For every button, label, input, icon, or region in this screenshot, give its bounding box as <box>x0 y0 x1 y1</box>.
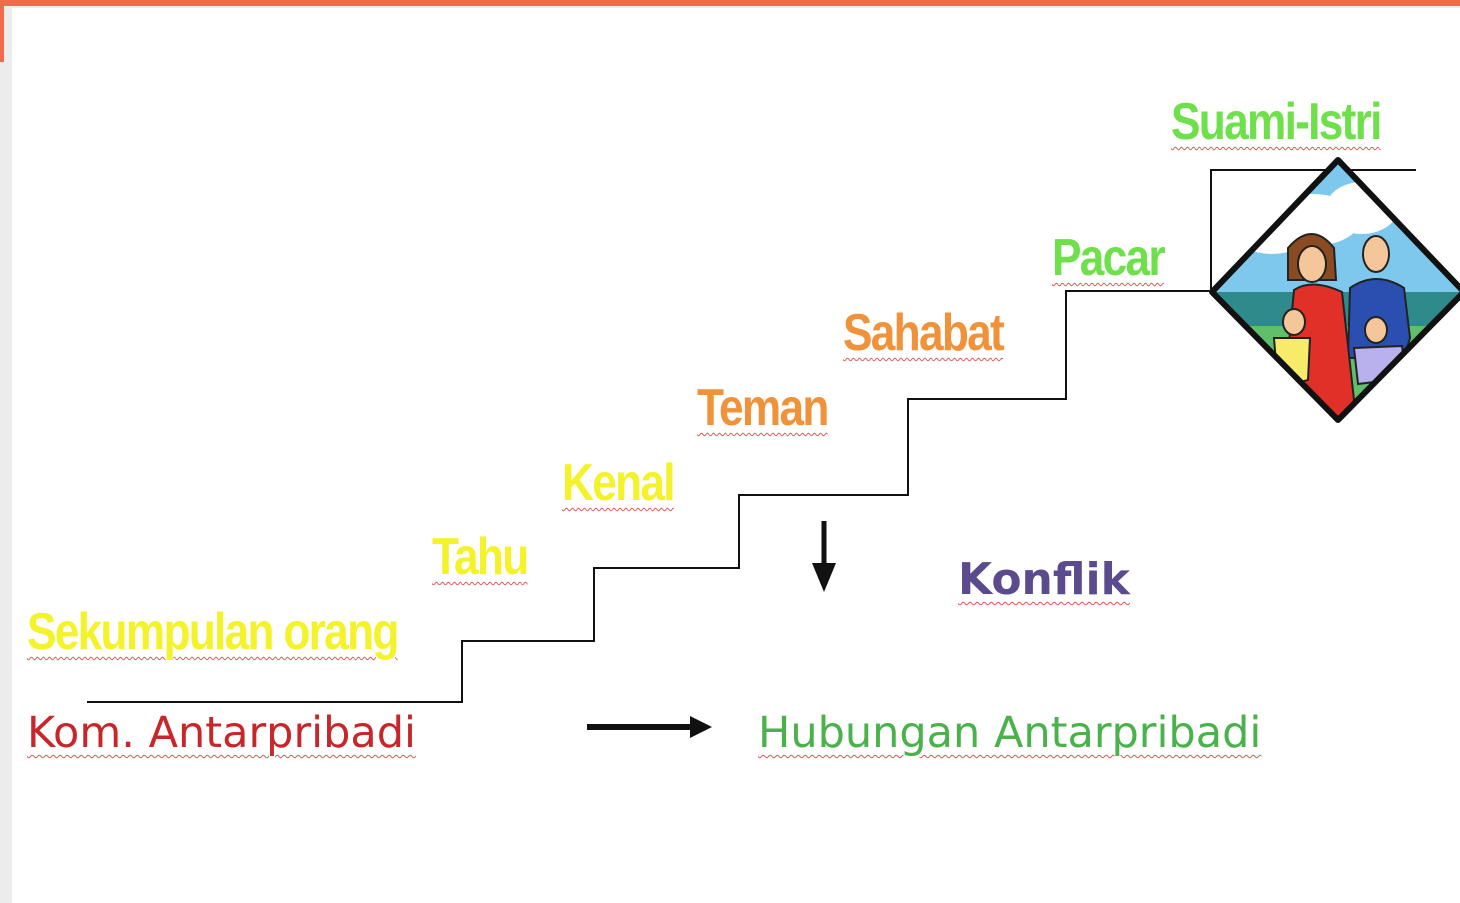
left-accent-mark <box>0 0 4 62</box>
label-pacar: Pacar <box>1052 229 1166 287</box>
label-sekumpulan-orang: Sekumpulan orang <box>27 603 399 661</box>
down-arrow-icon <box>812 521 836 592</box>
staircase-line <box>87 290 1212 703</box>
label-kenal: Kenal <box>562 454 676 512</box>
label-sahabat: Sahabat <box>843 304 1005 362</box>
stair-diagram <box>87 157 1460 738</box>
slide: Suami-Istri Pacar Sahabat Teman Kenal Ta… <box>12 8 1460 903</box>
label-hubungan-antarpribadi: Hubungan Antarpribadi <box>758 708 1262 758</box>
family-diamond-icon <box>1209 157 1460 423</box>
label-tahu: Tahu <box>432 528 529 586</box>
label-suami-istri: Suami-Istri <box>1171 93 1382 151</box>
label-konflik: Konflik <box>958 554 1130 605</box>
top-accent-bar <box>0 0 1460 6</box>
label-kom-antarpribadi: Kom. Antarpribadi <box>27 708 416 758</box>
right-arrow-icon <box>587 716 712 738</box>
label-teman: Teman <box>697 379 829 437</box>
